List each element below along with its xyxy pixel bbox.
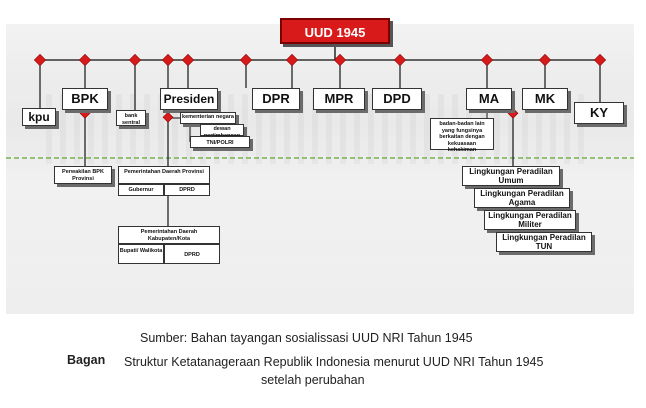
pemda-kabupaten-title: Pemerintahan Daerah Kabupaten/Kota (118, 226, 220, 244)
mpr-box: MPR (313, 88, 365, 110)
dpr-box: DPR (252, 88, 300, 110)
mk-box: MK (522, 88, 568, 110)
tni-polri-box: TNI/POLRI (190, 136, 250, 148)
presiden-box: Presiden (160, 88, 218, 110)
dprd-kabupaten-cell: DPRD (164, 244, 220, 264)
kementerian-box: kementerian negara (180, 112, 236, 124)
uud-1945-box: UUD 1945 (280, 18, 390, 44)
dprd-provinsi-cell: DPRD (164, 184, 210, 196)
badan-lain-box: badan-badan lain yang fungsinya berkaita… (430, 118, 494, 153)
bank-sentral-box: bank sentral (116, 110, 146, 126)
pemda-provinsi-title: Pemerintahan Daerah Provinsi (118, 166, 210, 184)
perwakilan-bpk-box: Perwakilan BPK Provinsi (54, 166, 112, 184)
ma-box: MA (466, 88, 512, 110)
gubernur-cell: Gubernur (118, 184, 164, 196)
figure-title-line2: setelah perubahan (261, 373, 365, 387)
peradilan-umum-box: Lingkungan Peradilan Umum (462, 166, 560, 186)
bpk-box: BPK (62, 88, 108, 110)
peradilan-tun-box: Lingkungan Peradilan TUN (496, 232, 592, 252)
kpu-box: kpu (22, 108, 56, 126)
dpd-box: DPD (372, 88, 422, 110)
source-caption: Sumber: Bahan tayangan sosialissasi UUD … (140, 331, 473, 345)
bupati-walikota-cell: Bupati/ Walikota (118, 244, 164, 264)
peradilan-agama-box: Lingkungan Peradilan Agama (474, 188, 570, 208)
dewan-pertimbangan-box: dewan pertimbangan (200, 124, 244, 139)
figure-label: Bagan (67, 353, 106, 367)
ky-box: KY (574, 102, 624, 124)
peradilan-militer-box: Lingkungan Peradilan Militer (484, 210, 576, 230)
figure-title-line1: Struktur Ketatanageraan Republik Indones… (124, 355, 544, 369)
